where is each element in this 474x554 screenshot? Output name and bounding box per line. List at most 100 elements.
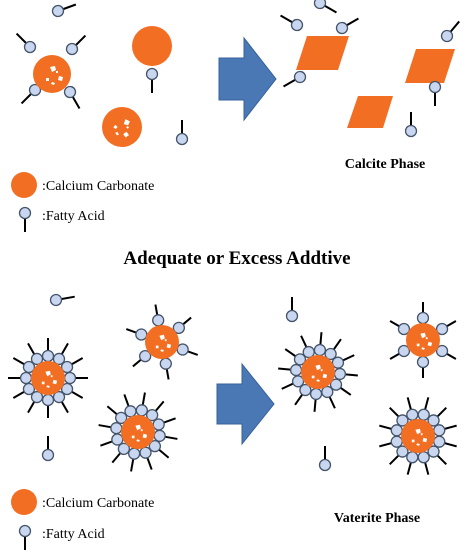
fatty-acid-icon — [63, 30, 91, 58]
calcite-crystal-icon — [296, 36, 349, 70]
fatty-acid-icon — [41, 393, 55, 418]
fatty-acid-icon — [318, 445, 332, 472]
calcium-carbonate-icon — [11, 172, 37, 198]
fatty-acid-icon — [284, 348, 307, 366]
fatty-acid-icon — [435, 344, 457, 360]
fatty-acid-icon — [63, 371, 88, 385]
calcite-crystal-icon — [347, 96, 393, 128]
fatty-acid-icon — [324, 338, 342, 361]
fatty-acid-icon — [48, 290, 77, 308]
fatty-acid-icon — [433, 424, 457, 437]
calcium-carbonate-particle — [389, 302, 457, 378]
fatty-acid-icon — [433, 435, 457, 448]
process-arrow-icon — [216, 362, 275, 446]
fatty-acid-icon — [276, 9, 306, 34]
fatty-acid-icon — [176, 343, 199, 356]
fatty-acid-icon — [12, 382, 36, 399]
calcite-crystal — [276, 9, 363, 93]
fatty-acid-icon — [52, 342, 69, 366]
fatty-acid-icon — [281, 375, 305, 390]
fatty-acid-icon — [125, 328, 148, 341]
calcium-carbonate-icon — [132, 26, 172, 66]
fatty-acid-icon — [329, 378, 352, 396]
calcite-crystal — [405, 16, 465, 107]
fatty-acid-icon — [135, 392, 148, 417]
legend-fatty-acid-label: :Fatty Acid — [42, 527, 105, 542]
fatty-acid-icon — [416, 302, 430, 325]
fatty-acid-icon — [333, 367, 358, 381]
legend-fatty-acid-label: :Fatty Acid — [42, 209, 105, 224]
fatty-acid-icon — [100, 433, 124, 447]
calcium-carbonate-icon — [31, 361, 65, 395]
calcium-carbonate-particle — [8, 338, 88, 418]
fatty-acid-icon — [11, 28, 39, 56]
fatty-acid-icon — [172, 316, 192, 335]
fatty-acid-icon — [389, 320, 411, 336]
fatty-acid-icon — [98, 422, 123, 435]
fatty-acid-icon — [145, 400, 165, 422]
calcite-phase-label: Calcite Phase — [345, 157, 425, 172]
fatty-acid-icon — [41, 338, 55, 363]
calcium-carbonate-particle — [125, 304, 199, 380]
calcium-carbonate-icon — [401, 419, 435, 453]
calcium-carbonate-particle — [102, 107, 142, 147]
fatty-acid-icon — [313, 332, 327, 357]
fatty-acid-icon — [389, 344, 411, 360]
fatty-acid-icon — [389, 445, 409, 465]
fatty-acid-icon — [406, 451, 419, 475]
calcium-carbonate-icon — [406, 323, 440, 357]
fatty-acid-icon — [438, 16, 465, 45]
fatty-acid-icon — [404, 111, 418, 138]
fatty-acid-icon — [279, 68, 309, 93]
process-arrow-icon — [218, 36, 277, 122]
fatty-acid-icon — [152, 304, 165, 327]
fatty-acid-icon — [311, 0, 341, 19]
fatty-acid-icon — [416, 355, 430, 378]
fatty-acid-icon — [294, 383, 312, 406]
fatty-acid-icon — [41, 435, 55, 462]
fatty-acid-icon — [379, 424, 403, 437]
fatty-acid-icon — [52, 390, 69, 414]
calcium-carbonate-particle — [11, 28, 91, 113]
fatty-acid-icon — [49, 0, 79, 20]
fatty-acid-icon — [153, 429, 178, 442]
legend-calcium-carbonate-label: :Calcium Carbonate — [42, 496, 154, 511]
fatty-acid-icon — [8, 371, 33, 385]
fatty-acid-icon — [18, 524, 32, 551]
fatty-acid-icon — [123, 394, 137, 418]
fatty-acid-icon — [427, 445, 447, 465]
fatty-acid-icon — [60, 382, 84, 399]
calcium-carbonate-icon — [301, 355, 335, 389]
fatty-acid-icon — [309, 387, 323, 412]
fatty-acid-icon — [435, 320, 457, 336]
calcite-crystal — [347, 96, 418, 138]
fatty-acid-icon — [27, 342, 44, 366]
fatty-acid-icon — [148, 439, 170, 459]
fatty-acid-icon — [331, 354, 355, 369]
fatty-acid-icon — [389, 407, 409, 427]
calcium-carbonate-icon — [145, 325, 179, 359]
fatty-acid-icon — [132, 349, 152, 368]
fatty-acid-icon — [285, 296, 299, 323]
fatty-acid-icon — [60, 357, 84, 374]
fatty-acid-icon — [61, 83, 86, 113]
bottom-panel — [8, 302, 457, 475]
condition-heading: Adequate or Excess Addtive — [123, 248, 350, 269]
fatty-acid-icon — [106, 405, 128, 425]
fatty-acid-icon — [27, 390, 44, 414]
fatty-acid-icon — [406, 397, 419, 421]
fatty-acid-icon — [12, 357, 36, 374]
legend-calcium-carbonate-label: :Calcium Carbonate — [42, 179, 154, 194]
fatty-acid-icon — [139, 446, 153, 470]
calcium-carbonate-particle — [379, 397, 457, 475]
legend: :Calcium Carbonate :Fatty Acid — [11, 172, 154, 233]
fatty-acid-icon — [175, 119, 189, 146]
fatty-acid-icon — [18, 206, 32, 233]
fatty-acid-icon — [417, 451, 430, 475]
fatty-acid-icon — [333, 12, 363, 37]
vaterite-phase-label: Vaterite Phase — [334, 511, 420, 526]
fatty-acid-icon — [379, 435, 403, 448]
fatty-acid-icon — [278, 363, 303, 377]
fatty-acid-icon — [428, 80, 442, 107]
